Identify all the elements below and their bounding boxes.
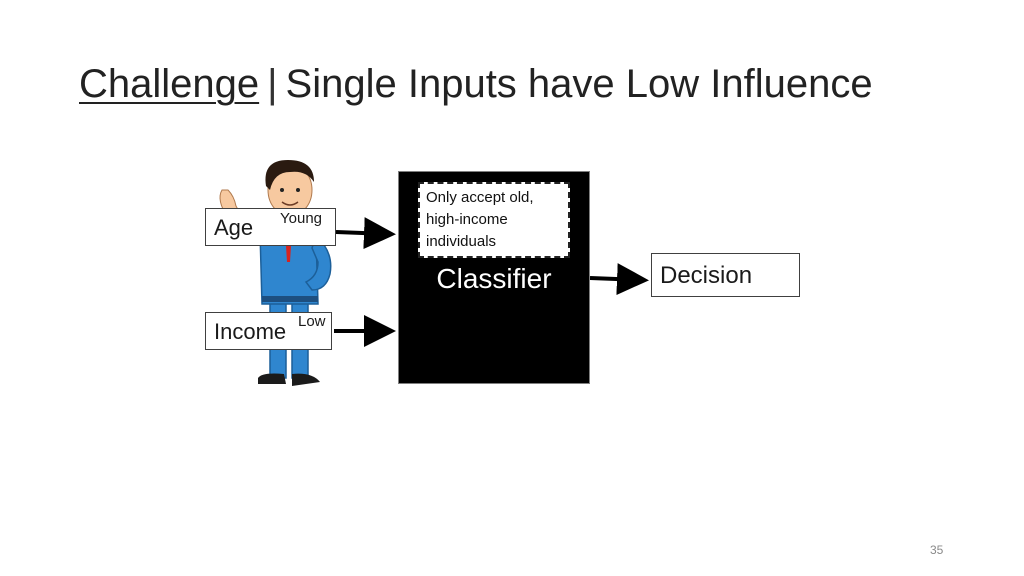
age-label: Age bbox=[214, 215, 254, 240]
age-value: Young bbox=[280, 210, 322, 227]
income-label: Income bbox=[214, 319, 287, 344]
rule-line: individuals bbox=[426, 233, 497, 250]
income-input-box: Income Low bbox=[205, 312, 332, 350]
classifier-rule-note: Only accept old, high-income individuals bbox=[418, 182, 570, 258]
decision-label: Decision bbox=[660, 262, 753, 289]
person-illustration bbox=[219, 160, 332, 386]
arrow-right-icon bbox=[335, 217, 396, 250]
classifier-label: Classifier bbox=[436, 263, 552, 294]
rule-line: high-income bbox=[426, 211, 508, 228]
page-number: 35 bbox=[930, 543, 944, 557]
arrow-right-icon bbox=[589, 263, 649, 296]
title-rest: Single Inputs have Low Influence bbox=[285, 62, 873, 106]
decision-output-box: Decision bbox=[651, 253, 800, 297]
age-input-box: Age Young bbox=[205, 208, 336, 246]
title-separator: | bbox=[267, 62, 278, 106]
slide-title: Challenge|Single Inputs have Low Influen… bbox=[79, 58, 873, 110]
title-main: Challenge bbox=[79, 62, 260, 106]
income-value: Low bbox=[298, 313, 326, 330]
rule-line: Only accept old, bbox=[426, 189, 534, 206]
